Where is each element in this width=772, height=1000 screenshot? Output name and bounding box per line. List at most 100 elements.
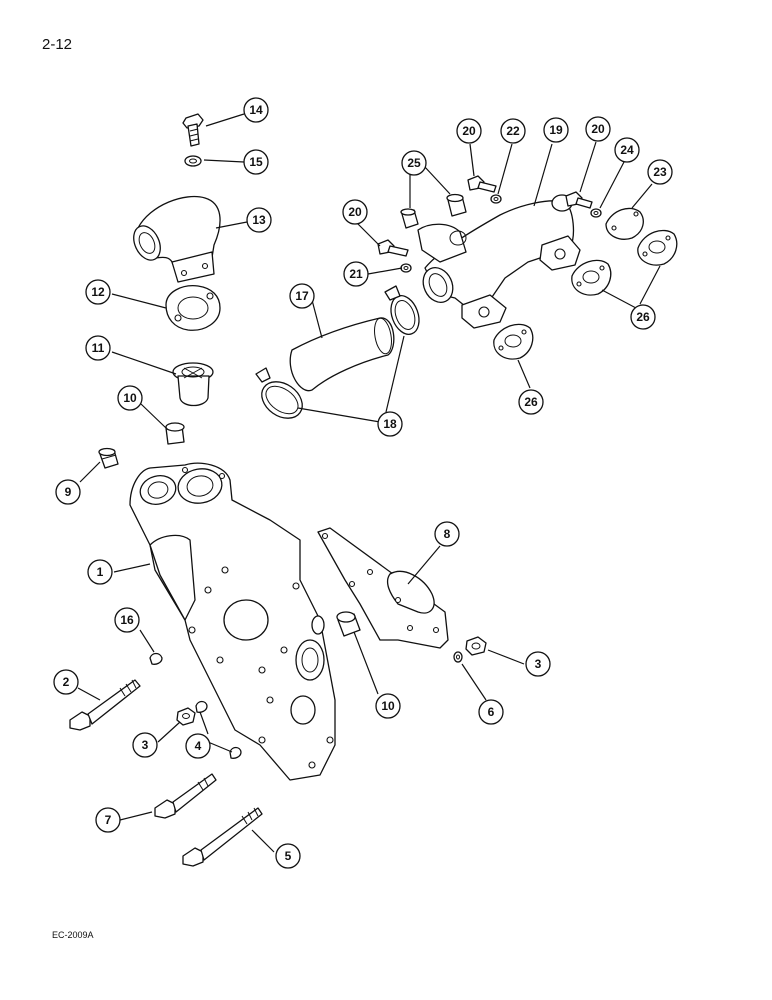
callout-18-label: 18 [383, 417, 397, 431]
callout-7: 7 [95, 807, 121, 833]
part-22-washer [490, 194, 502, 204]
callout-23: 23 [647, 159, 673, 185]
part-10-plug-top [165, 422, 185, 445]
part-19-outlet-manifold [417, 194, 581, 329]
callout-19: 19 [543, 117, 569, 143]
callout-26-lower-label: 26 [524, 395, 538, 409]
callout-22: 22 [500, 118, 526, 144]
callout-21-label: 21 [349, 267, 363, 281]
part-3-nut-left [176, 707, 196, 726]
part-9-plug [98, 447, 119, 469]
part-16-lockwasher [149, 652, 163, 665]
callout-9-label: 9 [65, 485, 72, 499]
part-5-bolt [182, 807, 263, 867]
part-4-lockwashers [195, 700, 242, 759]
callout-24-label: 24 [620, 143, 634, 157]
callout-3-left-label: 3 [142, 738, 149, 752]
callout-4: 4 [185, 733, 211, 759]
callout-10-lower: 10 [375, 693, 401, 719]
callout-25-label: 25 [407, 156, 421, 170]
callout-19-label: 19 [549, 123, 563, 137]
part-3-nut-right [465, 636, 487, 656]
callout-10-lower-label: 10 [381, 699, 395, 713]
part-1-housing [129, 462, 336, 781]
callout-8: 8 [434, 521, 460, 547]
part-21-washer [400, 263, 412, 273]
callout-15: 15 [243, 149, 269, 175]
part-12-gasket [165, 285, 221, 331]
part-7-bolt [154, 773, 217, 819]
callout-23-label: 23 [653, 165, 667, 179]
callout-21: 21 [343, 261, 369, 287]
callout-10-top: 10 [117, 385, 143, 411]
callout-4-label: 4 [195, 739, 202, 753]
callout-26-right-label: 26 [636, 310, 650, 324]
callout-1-label: 1 [97, 565, 104, 579]
callout-13-label: 13 [252, 213, 266, 227]
callout-1: 1 [87, 559, 113, 585]
page-label: 2-12 [42, 36, 73, 53]
part-13-elbow-housing [133, 195, 221, 283]
part-2-bolt [69, 679, 141, 731]
callout-8-label: 8 [444, 527, 451, 541]
callout-5: 5 [275, 843, 301, 869]
part-11-thermostat [172, 362, 214, 407]
callout-17-label: 17 [295, 289, 309, 303]
callout-26-lower: 26 [518, 389, 544, 415]
callout-20-left: 20 [342, 199, 368, 225]
part-26-gasket-a [637, 229, 678, 266]
callout-12: 12 [85, 279, 111, 305]
callout-17: 17 [289, 283, 315, 309]
part-10-plug-lower [336, 611, 361, 637]
part-24-washer [590, 208, 602, 218]
callout-15-label: 15 [249, 155, 263, 169]
callout-6-label: 6 [488, 705, 495, 719]
callout-2-label: 2 [63, 675, 70, 689]
callout-7-label: 7 [105, 813, 112, 827]
callout-3-left: 3 [132, 732, 158, 758]
callout-2: 2 [53, 669, 79, 695]
leader-lines [77, 113, 661, 853]
callout-12-label: 12 [91, 285, 105, 299]
callout-3-right: 3 [525, 651, 551, 677]
part-15-lockwasher [184, 155, 202, 167]
part-26-gasket-b [571, 259, 612, 296]
part-20-bolt-c [565, 191, 593, 209]
part-20-bolt-a [377, 239, 409, 257]
part-6-washer [453, 651, 463, 663]
callout-14-label: 14 [249, 103, 263, 117]
part-18-clamp-right [384, 285, 420, 335]
part-14-bolt [182, 113, 204, 147]
part-25-plug-b [446, 193, 467, 217]
part-8-gasket-plate [317, 527, 449, 649]
callout-3-right-label: 3 [535, 657, 542, 671]
part-20-bolt-b [467, 175, 497, 193]
callout-20-right: 20 [585, 116, 611, 142]
callout-5-label: 5 [285, 849, 292, 863]
callout-14: 14 [243, 97, 269, 123]
callout-20-middle-label: 20 [462, 124, 476, 138]
callout-24: 24 [614, 137, 640, 163]
callout-20-right-label: 20 [591, 122, 605, 136]
callout-13: 13 [246, 207, 272, 233]
reference-code: EC-2009A [52, 930, 94, 940]
callout-25: 25 [401, 150, 427, 176]
callout-16: 16 [114, 607, 140, 633]
callout-11-label: 11 [92, 341, 105, 355]
callout-18: 18 [377, 411, 403, 437]
part-26-gasket-c [493, 323, 534, 360]
callout-22-label: 22 [506, 124, 520, 138]
callout-20-left-label: 20 [348, 205, 362, 219]
callout-26-right: 26 [630, 304, 656, 330]
callout-10-top-label: 10 [123, 391, 137, 405]
part-25-plug-a [400, 208, 419, 229]
callout-11: 11 [85, 335, 111, 361]
callout-6: 6 [478, 699, 504, 725]
part-17-hose [289, 317, 395, 392]
callout-16-label: 16 [120, 613, 134, 627]
callout-9: 9 [55, 479, 81, 505]
part-18-clamp-left [255, 367, 303, 419]
part-23-blanking-plate [605, 207, 644, 240]
callout-20-middle: 20 [456, 118, 482, 144]
